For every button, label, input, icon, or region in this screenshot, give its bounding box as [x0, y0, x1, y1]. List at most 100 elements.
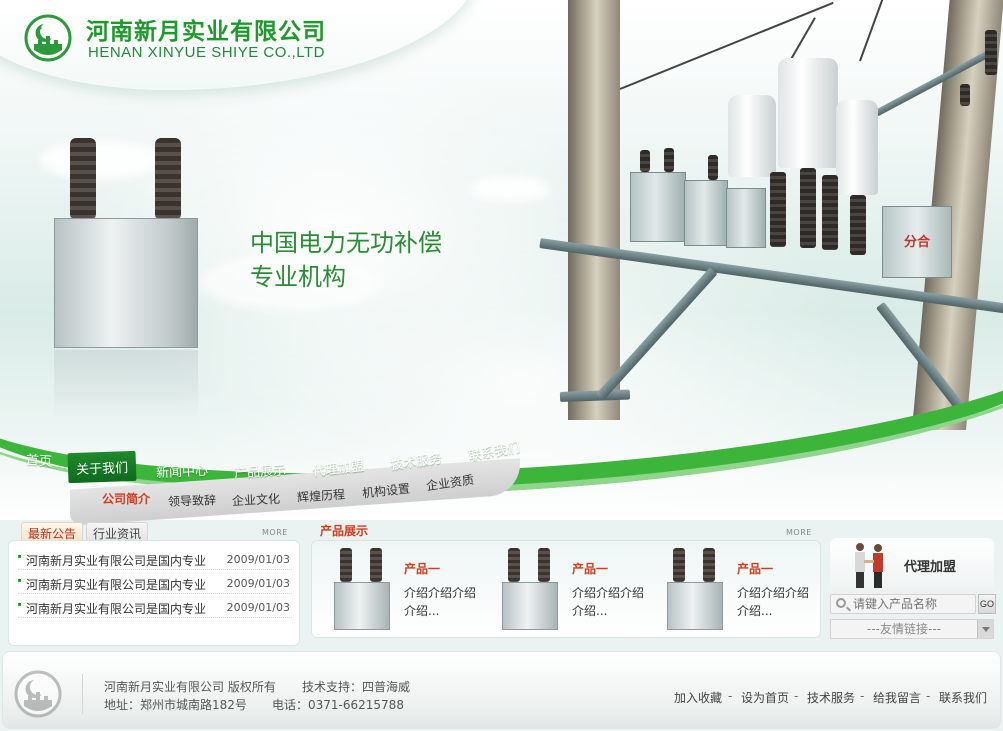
hero-banner: 分合 中国电力无功补偿 专业机构	[0, 0, 1003, 520]
product-image[interactable]	[500, 548, 562, 630]
news-row[interactable]: 河南新月实业有限公司是国内专业 2009/01/03	[18, 550, 292, 570]
search-go-button[interactable]: GO	[978, 594, 996, 614]
nav-item-news[interactable]: 新闻中心	[155, 463, 209, 482]
brand-name-en: HENAN XINYUE SHIYE CO.,LTD	[88, 44, 325, 61]
equipment-box	[726, 188, 766, 248]
footer-link-set-home[interactable]: 设为首页	[741, 691, 790, 705]
footer-phone: 电话：0371-66215788	[272, 698, 404, 712]
capacitor-body	[667, 582, 723, 630]
product-name[interactable]: 产品一	[572, 562, 609, 576]
footer-link-separator: -	[728, 689, 733, 703]
bullet-icon	[18, 555, 21, 558]
nav-item-home[interactable]: 首页	[25, 453, 53, 470]
footer-logo-icon	[14, 670, 62, 718]
agency-banner[interactable]: 代理加盟	[830, 538, 994, 590]
agency-label[interactable]: 代理加盟	[904, 560, 957, 575]
capacitor-body	[502, 582, 558, 630]
tab-industry-news[interactable]: 行业资讯	[86, 522, 149, 541]
switch-box: 分合	[882, 206, 952, 278]
slogan-line-2: 专业机构	[250, 263, 346, 291]
capacitor-body	[334, 582, 390, 630]
subnav-leader-speech[interactable]: 领导致辞	[167, 493, 217, 509]
insulator	[850, 195, 866, 255]
subnav-culture[interactable]: 企业文化	[231, 491, 281, 509]
capacitor-reflection	[54, 350, 198, 420]
insulator	[640, 150, 650, 172]
footer-link-contact[interactable]: 联系我们	[939, 691, 988, 705]
insulator	[703, 548, 715, 582]
footer-divider	[82, 674, 83, 714]
cloud	[40, 140, 160, 180]
equipment-cylinder	[778, 58, 838, 168]
equipment-cylinder	[836, 100, 878, 195]
bullet-icon	[18, 579, 21, 582]
insulator	[985, 30, 997, 75]
product-desc: 介绍介绍介绍介绍...	[737, 586, 810, 618]
product-name[interactable]: 产品一	[404, 562, 441, 576]
insulator	[664, 148, 674, 172]
equipment-cylinder	[728, 95, 776, 177]
news-title[interactable]: 河南新月实业有限公司是国内专业	[26, 602, 207, 616]
company-logo-icon[interactable]	[24, 14, 72, 62]
insulator	[770, 172, 786, 247]
products-heading: 产品展示	[320, 524, 369, 538]
news-row[interactable]: 河南新月实业有限公司是国内专业 2009/01/03	[18, 598, 292, 618]
product-desc: 介绍介绍介绍介绍...	[404, 586, 477, 618]
capacitor-insulator	[155, 138, 181, 220]
product-name[interactable]: 产品一	[737, 562, 774, 576]
search-icon	[836, 598, 846, 608]
brand-name-cn: 河南新月实业有限公司	[86, 19, 326, 45]
insulator	[508, 548, 520, 582]
footer-link-bookmark[interactable]: 加入收藏	[674, 691, 723, 705]
banner-slogan: 中国电力无功补偿 专业机构	[250, 226, 442, 294]
power-wire	[789, 17, 816, 62]
insulator	[800, 168, 816, 248]
news-date: 2009/01/03	[226, 577, 290, 590]
insulator	[708, 155, 718, 180]
handshake-people-icon	[855, 543, 883, 588]
footer-link-separator: -	[794, 689, 799, 703]
news-date: 2009/01/03	[226, 601, 290, 614]
cloud	[470, 176, 550, 202]
product-card[interactable]: 产品一 介绍介绍介绍介绍...	[332, 548, 492, 636]
bullet-icon	[18, 603, 21, 606]
insulator	[340, 548, 352, 582]
footer-link-tech-service[interactable]: 技术服务	[807, 691, 856, 705]
news-row[interactable]: 河南新月实业有限公司是国内专业 2009/01/03	[18, 574, 292, 594]
cloud	[200, 255, 380, 310]
friend-links-select[interactable]: ---友情链接---	[830, 619, 994, 639]
footer-copyright: 河南新月实业有限公司 版权所有	[104, 680, 276, 694]
insulator	[370, 548, 382, 582]
subnav-history[interactable]: 辉煌历程	[296, 487, 346, 505]
footer	[2, 651, 1001, 729]
product-desc: 介绍介绍介绍介绍...	[572, 586, 645, 618]
news-title[interactable]: 河南新月实业有限公司是国内专业	[26, 578, 207, 592]
capacitor-image	[54, 218, 198, 348]
product-card[interactable]: 产品一 介绍介绍介绍介绍...	[665, 548, 825, 636]
products-more-link[interactable]: MORE	[786, 528, 812, 537]
footer-link-message[interactable]: 给我留言	[873, 691, 922, 705]
insulator	[822, 175, 838, 250]
slogan-line-1: 中国电力无功补偿	[250, 229, 442, 257]
products-panel	[311, 540, 821, 638]
power-wire	[859, 0, 889, 62]
news-more-link[interactable]: MORE	[262, 528, 288, 537]
footer-link-separator: -	[860, 689, 865, 703]
product-card[interactable]: 产品一 介绍介绍介绍介绍...	[500, 548, 660, 636]
subnav-company-profile[interactable]: 公司简介	[102, 492, 151, 506]
product-image[interactable]	[332, 548, 394, 630]
nav-item-products[interactable]: 产品展示	[233, 463, 287, 482]
product-search-input[interactable]	[830, 594, 976, 614]
insulator	[673, 548, 685, 582]
footer-link-separator: -	[926, 689, 931, 703]
footer-tech-support: 技术支持：四普海威	[302, 680, 411, 694]
product-image[interactable]	[665, 548, 727, 630]
insulator	[960, 84, 970, 106]
tab-latest-notice[interactable]: 最新公告	[21, 522, 84, 541]
footer-address: 地址：郑州市城南路182号	[104, 698, 247, 712]
utility-pole	[568, 0, 620, 420]
capacitor-insulator	[70, 138, 96, 220]
nav-item-about[interactable]: 关于我们	[67, 450, 137, 484]
chevron-down-icon[interactable]	[977, 620, 993, 638]
news-title[interactable]: 河南新月实业有限公司是国内专业	[26, 554, 207, 568]
